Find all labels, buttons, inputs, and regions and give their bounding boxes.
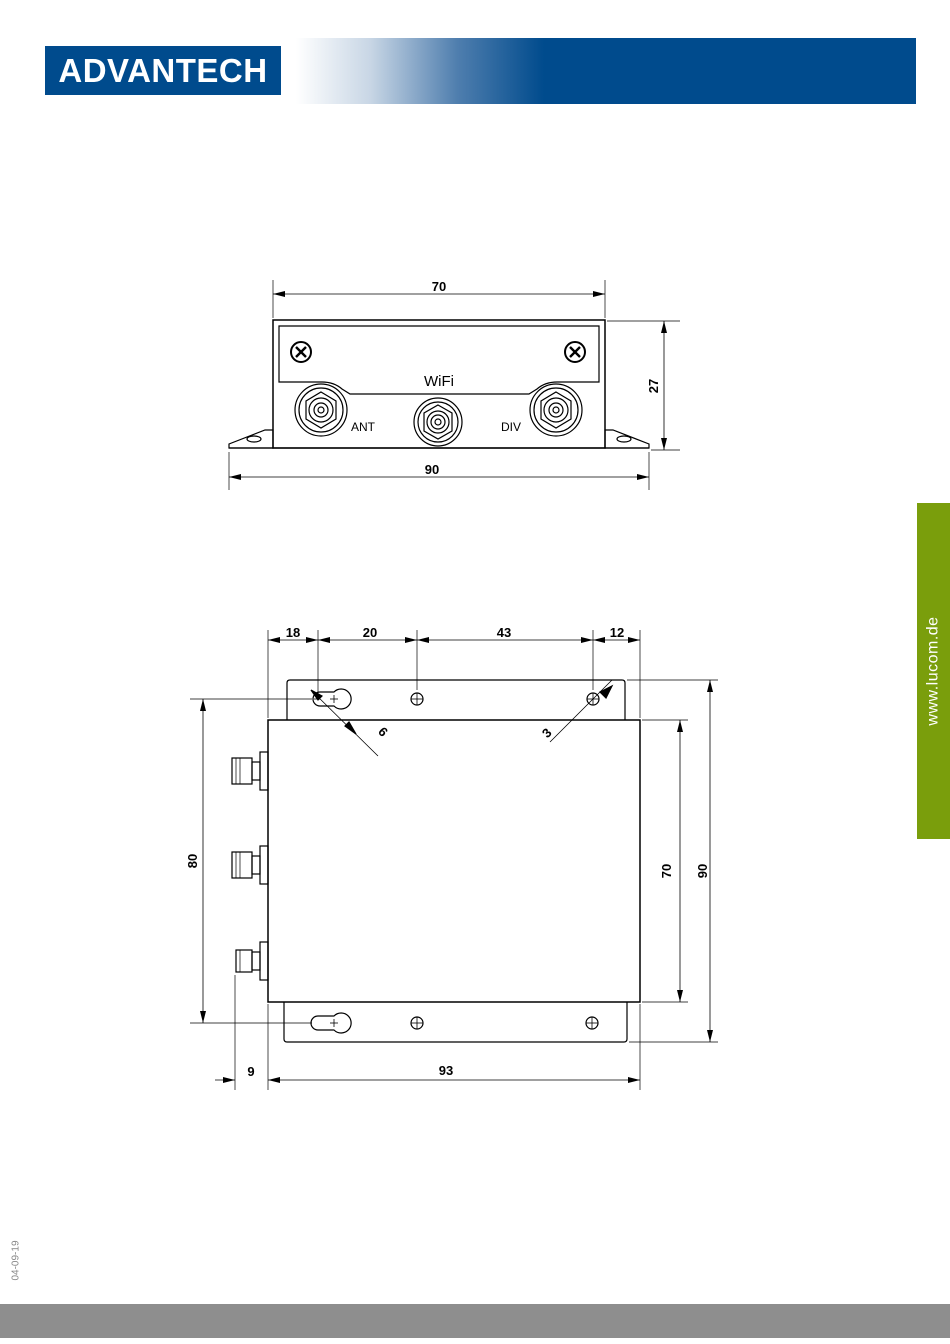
dim-18-label: 18: [286, 625, 300, 640]
dim-right-90-label: 90: [695, 864, 710, 878]
top-view: [190, 630, 718, 1090]
flange-right-slot: [617, 436, 631, 442]
hole-top-center-icon: [411, 693, 423, 705]
dim-43-label: 43: [497, 625, 511, 640]
dim-27-label: 27: [646, 379, 661, 393]
dim-9-label: 9: [247, 1064, 254, 1079]
wifi-connector-icon: [414, 398, 462, 446]
top-bracket: [287, 680, 625, 720]
flange-left: [229, 430, 273, 448]
hole-3-label: 3: [539, 725, 555, 741]
keyhole-bottom-icon: [311, 1013, 351, 1033]
side-connector-3-icon: [236, 942, 268, 980]
dim-93-label: 93: [439, 1063, 453, 1078]
dim-right-70-label: 70: [659, 864, 674, 878]
flange-left-slot: [247, 436, 261, 442]
div-connector-icon: [530, 384, 582, 436]
screw-left-icon: [291, 342, 311, 362]
dim-80-label: 80: [185, 854, 200, 868]
dim-12-label: 12: [610, 625, 624, 640]
dim-90-label: 90: [425, 462, 439, 477]
front-view: [229, 280, 680, 490]
screw-right-icon: [565, 342, 585, 362]
hole-6-label: 6: [375, 724, 391, 740]
side-connector-2-icon: [232, 846, 268, 884]
hole-bottom-center-icon: [411, 1017, 423, 1029]
div-label: DIV: [501, 420, 521, 434]
bottom-bracket: [284, 1002, 627, 1042]
ant-label: ANT: [351, 420, 376, 434]
side-connector-1-icon: [232, 752, 268, 790]
hole-bottom-right-icon: [586, 1017, 598, 1029]
device-top-body: [268, 720, 640, 1002]
dim-70-label: 70: [432, 279, 446, 294]
ant-connector-icon: [295, 384, 347, 436]
dim-20-label: 20: [363, 625, 377, 640]
flange-right: [605, 430, 649, 448]
wifi-label: WiFi: [424, 373, 454, 390]
